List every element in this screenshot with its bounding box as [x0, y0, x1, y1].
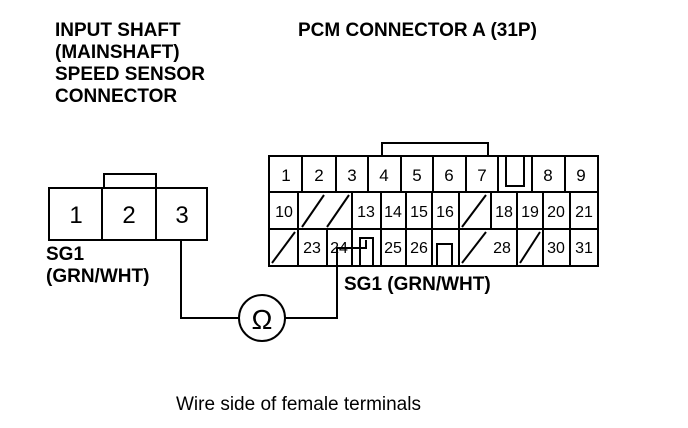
pcm-row1-labels: 1 2 3 4 5 6 7 8 9 [281, 166, 585, 185]
ohm-icon: Ω [252, 304, 273, 335]
pcm-terminal-label: 30 [547, 240, 565, 257]
sensor-test-lead [180, 240, 239, 319]
sensor-terminal-label: 2 [122, 202, 135, 229]
pcm-terminal-label: 14 [384, 204, 402, 221]
pcm-row2-labels: 10 13 14 15 16 18 19 20 21 [275, 204, 593, 221]
pcm-signal-label: SG1 (GRN/WHT) [344, 274, 491, 295]
sensor-title-line: INPUT SHAFT [55, 20, 181, 41]
ohmmeter-symbol [238, 294, 286, 342]
pcm-connector-title: PCM CONNECTOR A (31P) [298, 20, 537, 41]
sensor-title-line: SPEED SENSOR [55, 64, 205, 85]
sensor-title-line: CONNECTOR [55, 86, 178, 107]
pcm-terminal-label: 25 [384, 240, 402, 257]
pcm-terminal-label: 20 [547, 204, 565, 221]
sensor-terminal-label: 3 [175, 202, 188, 229]
pcm-notch [359, 237, 374, 266]
pcm-keyway [505, 156, 525, 187]
pcm-terminal-label: 3 [347, 166, 356, 185]
pcm-terminal-label: 13 [357, 204, 375, 221]
pcm-terminal-label: 15 [410, 204, 428, 221]
pcm-terminal-label: 28 [493, 240, 511, 257]
pcm-terminal-label: 8 [543, 166, 552, 185]
pcm-terminal-label: 26 [410, 240, 428, 257]
pcm-terminal-label: 31 [575, 240, 593, 257]
pcm-terminal-label: 18 [495, 204, 513, 221]
sensor-terminal-label: 1 [69, 202, 82, 229]
pcm-row3-labels: 23 24 25 26 28 30 31 [303, 240, 593, 257]
pcm-terminal-label: 23 [303, 240, 321, 257]
pcm-terminal-label: 9 [576, 166, 585, 185]
sensor-terminal-labels: 1 2 3 [69, 202, 188, 229]
pcm-terminal-label: 5 [412, 166, 421, 185]
pcm-terminal-label: 10 [275, 204, 293, 221]
pcm-terminal-label: 2 [314, 166, 323, 185]
pcm-notch [436, 243, 453, 266]
pcm-terminal-label: 7 [477, 166, 486, 185]
sensor-connector [48, 173, 208, 241]
pcm-terminal-label: 6 [444, 166, 453, 185]
diagram-caption: Wire side of female terminals [176, 394, 421, 415]
pcm-terminal-label: 4 [379, 166, 388, 185]
pcm-lock-tab [381, 142, 489, 156]
pcm-terminal-label: 21 [575, 204, 593, 221]
pcm-terminal-label: 16 [436, 204, 454, 221]
pcm-terminal-label: 19 [521, 204, 539, 221]
pcm-test-lead [285, 240, 367, 319]
sensor-connector-body [48, 187, 208, 241]
sensor-title-line: (MAINSHAFT) [55, 42, 180, 63]
sensor-connector-title: INPUT SHAFT (MAINSHAFT) SPEED SENSOR CON… [55, 20, 205, 108]
pcm-terminal-label: 1 [281, 166, 290, 185]
sensor-signal-label: SG1 [46, 244, 85, 265]
pcm-connector [268, 142, 599, 267]
sensor-wire-color-label: (GRN/WHT) [46, 266, 150, 287]
test-wiring [180, 240, 367, 342]
